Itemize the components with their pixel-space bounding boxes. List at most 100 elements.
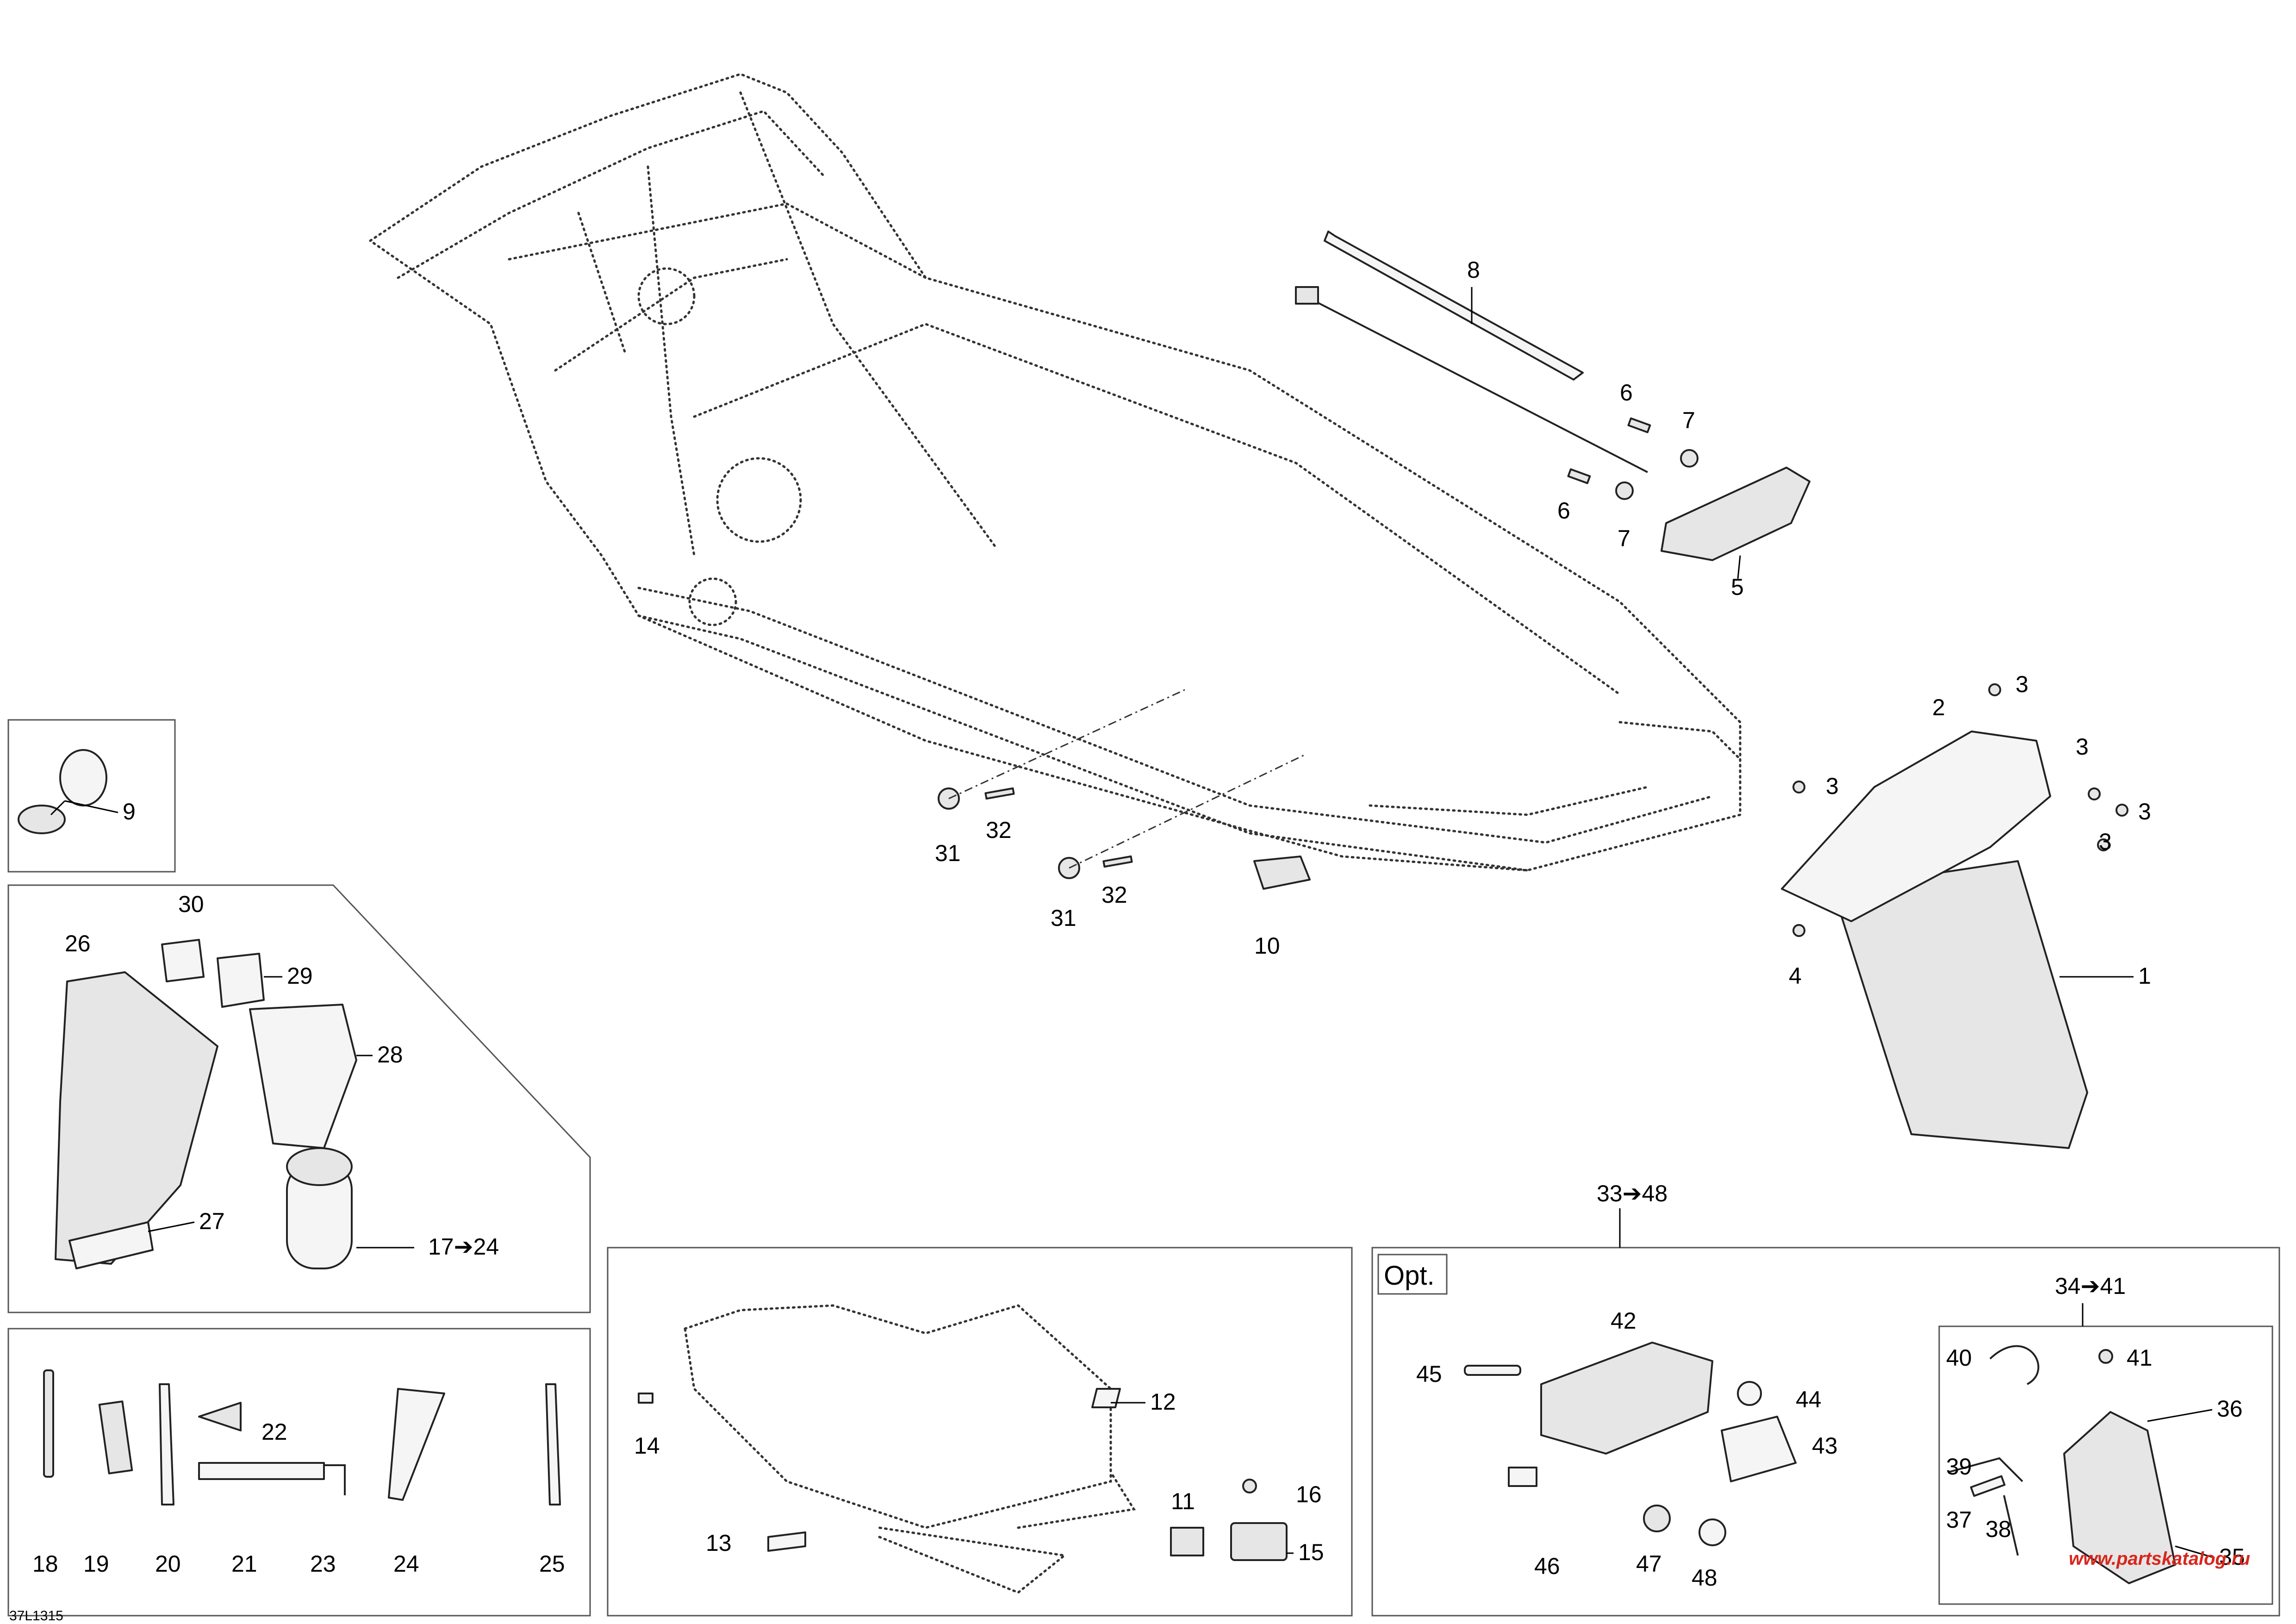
callout-3-left: 3 <box>1826 773 1839 799</box>
callout-38: 38 <box>1985 1516 2011 1542</box>
callout-42: 42 <box>1611 1308 1636 1334</box>
callout-40: 40 <box>1946 1345 1972 1371</box>
callout-10: 10 <box>1254 933 1280 959</box>
optional-range-label: 33➔48 <box>1597 1181 1668 1206</box>
rear-light-assembly <box>1295 231 1811 561</box>
cap-48 <box>1699 1518 1726 1546</box>
leader-lines <box>64 287 2215 1559</box>
rivet-2 <box>1988 683 2001 696</box>
callout-12: 12 <box>1150 1389 1176 1415</box>
snow-flap <box>1832 860 2088 1149</box>
callout-36: 36 <box>2217 1396 2243 1422</box>
decals-panel <box>607 1247 1353 1617</box>
decal-13 <box>767 1531 806 1552</box>
hitch-36 <box>2063 1411 2176 1584</box>
screw-32-lower <box>1102 855 1133 868</box>
pin-39 <box>1948 1457 2023 1482</box>
wrench-25 <box>545 1383 561 1505</box>
cable-40 <box>1989 1345 2040 1385</box>
optional-tag: Opt. <box>1384 1261 1435 1291</box>
storage-panel <box>7 884 591 1313</box>
callout-14: 14 <box>634 1433 660 1459</box>
callout-24: 24 <box>393 1551 419 1577</box>
callout-15: 15 <box>1298 1539 1324 1565</box>
spanner-24 <box>388 1388 445 1501</box>
clip-22 <box>198 1402 242 1431</box>
rivet-4 <box>2116 804 2128 817</box>
wrench-20 <box>159 1383 174 1505</box>
callout-37: 37 <box>1946 1507 1972 1533</box>
callout-11: 11 <box>1171 1488 1195 1514</box>
pin-38 <box>1970 1475 2006 1497</box>
nut-upper <box>1680 449 1699 468</box>
wire-connector <box>1295 286 1319 305</box>
callout-45: 45 <box>1416 1361 1442 1387</box>
spring-37 <box>2003 1495 2019 1556</box>
callout-23: 23 <box>310 1551 336 1577</box>
callout-7: 7 <box>1682 407 1695 433</box>
callout-41: 41 <box>2127 1345 2153 1371</box>
callout-7-lower: 7 <box>1618 525 1630 551</box>
callout-20: 20 <box>155 1551 181 1577</box>
tool-roll-end <box>286 1147 353 1186</box>
callout-13: 13 <box>706 1530 732 1556</box>
callout-19: 19 <box>83 1551 109 1577</box>
screwdriver <box>43 1369 54 1478</box>
nut-lower <box>1615 481 1634 500</box>
callout-28: 28 <box>377 1042 403 1068</box>
callout-47: 47 <box>1636 1551 1662 1577</box>
callout-1: 1 <box>2138 963 2151 989</box>
snow-flap-assembly <box>1781 683 2128 1149</box>
callout-3: 3 <box>2016 671 2028 697</box>
callout-35: 35 <box>2219 1544 2245 1570</box>
callout-4: 4 <box>1789 963 1802 989</box>
rear-reflector-15 <box>1230 1522 1288 1561</box>
callout-3-right-top: 3 <box>2076 734 2089 760</box>
tools-panel <box>7 1328 591 1617</box>
callout-2: 2 <box>1932 694 1945 720</box>
nut-47 <box>1643 1505 1671 1532</box>
washer-44 <box>1737 1381 1762 1406</box>
rivet-3 <box>2088 787 2101 800</box>
spark-plug-socket <box>98 1400 133 1474</box>
hitch-bracket-42 <box>1540 1342 1713 1455</box>
callout-30: 30 <box>178 891 204 917</box>
foam-block-30 <box>161 939 205 982</box>
screw-lower <box>1567 468 1591 484</box>
callout-31-upper: 31 <box>935 840 961 866</box>
optional-sub-range-label: 34➔41 <box>2055 1273 2126 1299</box>
bolt-45 <box>1464 1365 1521 1376</box>
callout-32-lower: 32 <box>1101 882 1127 908</box>
screw-32-upper <box>984 787 1015 800</box>
screw-upper <box>1627 417 1651 433</box>
callout-labels: 1 2 3 4 5 6 7 8 9 10 11 12 13 14 15 16 1… <box>32 257 2245 1591</box>
mirror-panel <box>7 719 176 873</box>
callout-6: 6 <box>1620 380 1633 406</box>
chassis-frame <box>368 73 1742 872</box>
hex-key-23 <box>324 1464 346 1495</box>
footrest-parts <box>938 689 1311 890</box>
callout-3-right-bottom: 3 <box>2099 829 2112 855</box>
strap-27 <box>68 1221 154 1269</box>
washer <box>1792 924 1805 937</box>
decal-14 <box>638 1393 653 1404</box>
decal-12 <box>1091 1388 1121 1408</box>
callout-26: 26 <box>65 931 91 956</box>
mirror-head <box>59 749 107 806</box>
callout-39: 39 <box>1946 1454 1972 1480</box>
callout-32-upper: 32 <box>986 817 1012 843</box>
rivet-1 <box>1792 781 1805 793</box>
foam-block-29 <box>217 953 265 1008</box>
callout-3-right: 3 <box>2138 799 2151 824</box>
callout-25: 25 <box>539 1551 565 1577</box>
optional-hitch-panel <box>1371 1247 2280 1617</box>
light-harness-cover <box>1324 231 1584 381</box>
storage-bag <box>55 971 218 1265</box>
callout-22: 22 <box>261 1419 287 1445</box>
reflector-11 <box>1170 1527 1204 1556</box>
strap-21 <box>198 1462 325 1480</box>
screw-41 <box>2098 1349 2113 1364</box>
taillight <box>1661 467 1811 561</box>
